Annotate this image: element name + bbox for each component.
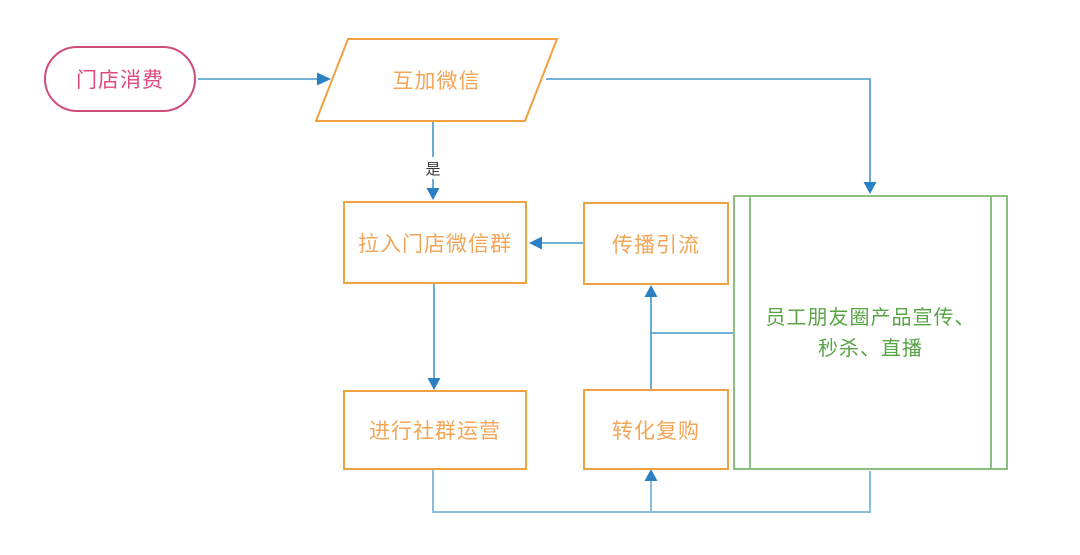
arrowhead-wechat-to-moments — [863, 182, 877, 194]
predefined-process-bar-left — [749, 197, 751, 468]
node-community-ops-label: 进行社群运营 — [369, 419, 501, 443]
node-moments-promo-label-line2: 秒杀、直播 — [818, 335, 923, 360]
node-join-group: 拉入门店微信群 — [343, 201, 527, 284]
arrowhead-repurchase-to-spread — [644, 285, 658, 297]
add-wechat-shape — [314, 38, 559, 122]
arrowhead-store-to-wechat — [317, 72, 331, 86]
node-join-group-label: 拉入门店微信群 — [358, 231, 512, 256]
arrowhead-join-to-community — [427, 378, 441, 390]
node-moments-promo: 员工朋友圈产品宣传、 秒杀、直播 — [733, 195, 1008, 470]
arrowhead-spread-to-join — [529, 236, 542, 250]
node-spread-traffic: 传播引流 — [583, 202, 729, 285]
edge-label-yes: 是 — [419, 157, 447, 179]
node-add-wechat-label: 互加微信 — [392, 69, 481, 93]
arrowhead-feedback-to-repurchase — [644, 469, 658, 481]
node-spread-traffic-label: 传播引流 — [612, 232, 700, 257]
node-store-consumption: 门店消费 — [44, 46, 196, 112]
node-store-consumption-label: 门店消费 — [76, 68, 164, 92]
arrowhead-wechat-to-join — [426, 188, 440, 200]
node-add-wechat: 互加微信 — [316, 39, 557, 121]
edge-wechat-to-moments — [546, 78, 871, 182]
node-convert-repurchase-label: 转化复购 — [612, 418, 700, 443]
node-community-ops: 进行社群运营 — [343, 390, 527, 470]
predefined-process-bar-right — [990, 197, 992, 468]
node-moments-promo-label-line1: 员工朋友圈产品宣传、 — [765, 304, 976, 329]
node-convert-repurchase: 转化复购 — [583, 389, 729, 470]
